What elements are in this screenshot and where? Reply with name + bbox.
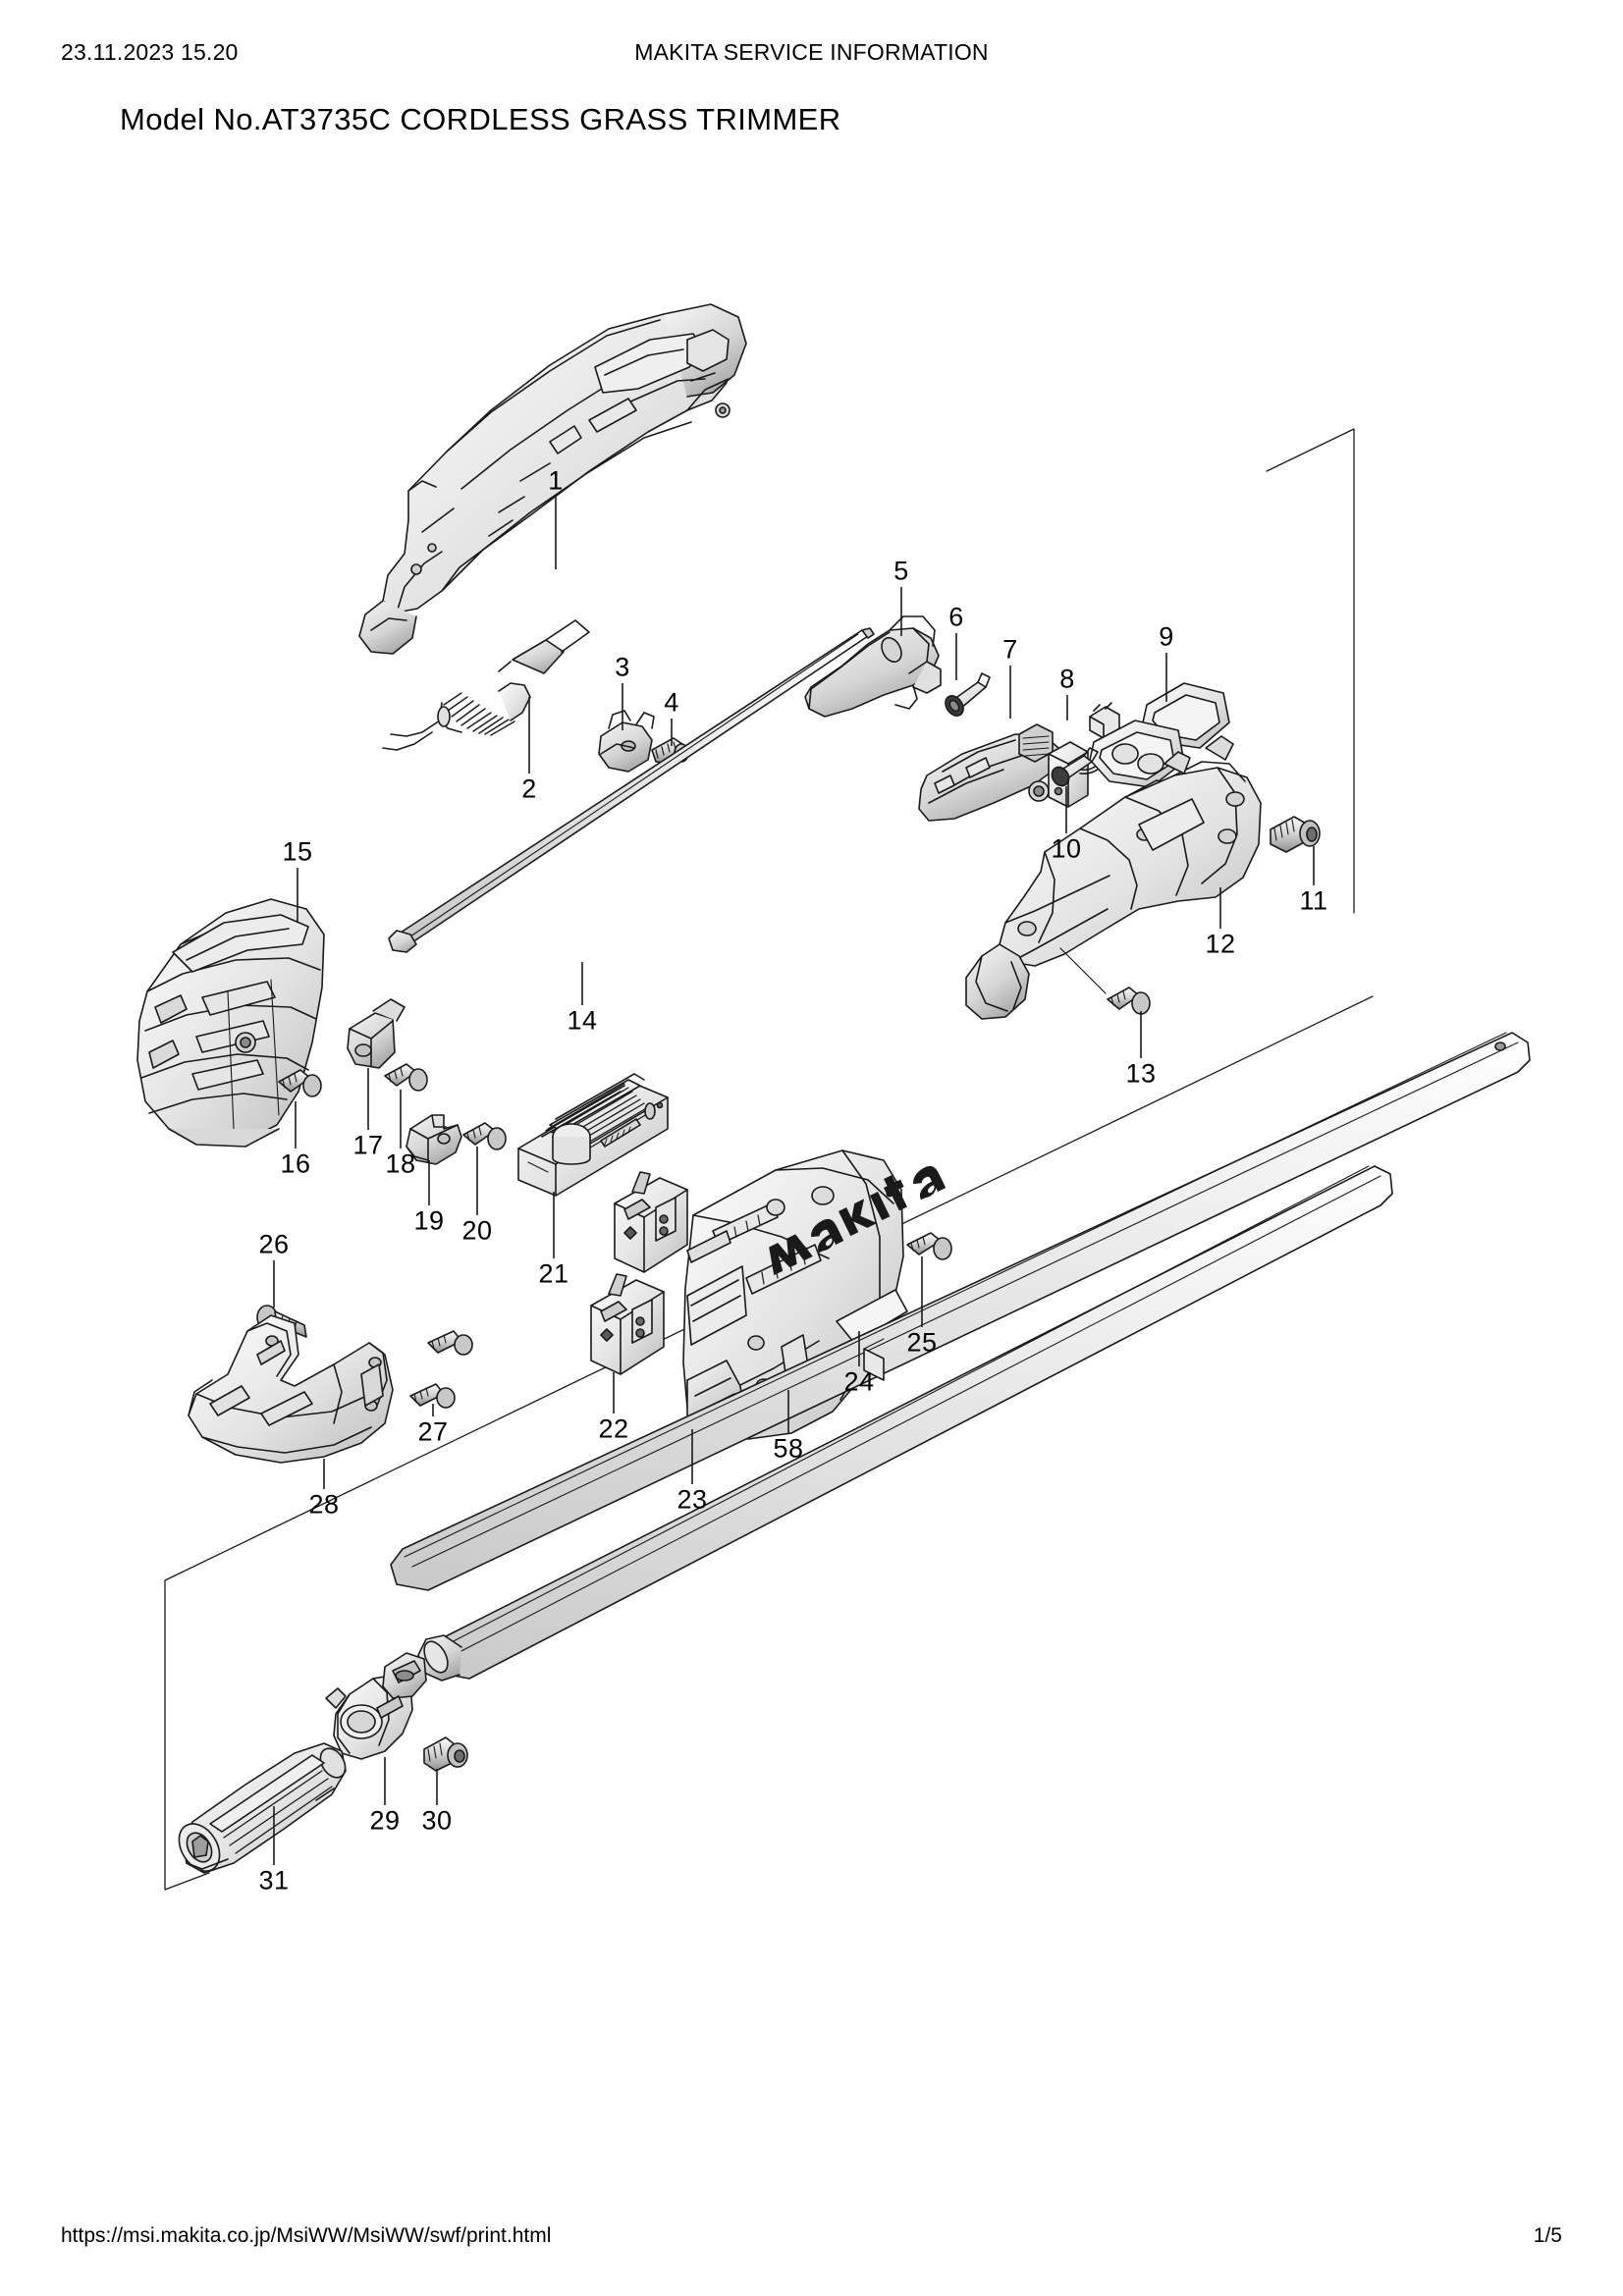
part-11-hex-bolt	[1270, 816, 1321, 853]
callout-1: 1	[548, 465, 564, 496]
callout-28: 28	[308, 1489, 340, 1520]
group-boundary-right	[1266, 428, 1355, 914]
part-2-lead-wire	[382, 619, 590, 751]
callout-24: 24	[843, 1366, 875, 1397]
part-30-hex-bolt	[423, 1736, 468, 1772]
part-15-motor-housing	[136, 898, 325, 1148]
callout-2: 2	[521, 774, 537, 804]
callout-9: 9	[1159, 621, 1174, 652]
part-28-guard-bracket	[188, 1314, 394, 1464]
callout-15: 15	[282, 836, 313, 867]
callout-8: 8	[1059, 664, 1075, 694]
exploded-parts-diagram: 1 2 3 4 5 6 7 8 9 10 11 12 13 14 15 16 1…	[0, 147, 1623, 2110]
part-10-contact-clip	[1051, 747, 1099, 787]
part-3-cord-clamp	[598, 710, 655, 773]
callout-26: 26	[258, 1229, 290, 1259]
callout-17: 17	[352, 1130, 384, 1160]
part-19-holder-block	[406, 1114, 462, 1165]
footer-page-number: 1/5	[1533, 2224, 1562, 2247]
makita-logo	[769, 1165, 947, 1276]
print-header-title: MAKITA SERVICE INFORMATION	[634, 39, 989, 65]
part-13-screw	[1059, 947, 1151, 1015]
callout-16: 16	[280, 1148, 311, 1179]
part-5-trigger-lever	[804, 615, 942, 718]
part-17-bracket	[347, 998, 406, 1069]
callout-13: 13	[1125, 1058, 1157, 1089]
part-25-screw	[906, 1232, 952, 1260]
callout-25: 25	[906, 1327, 938, 1358]
callout-58: 58	[773, 1433, 804, 1464]
part-22-battery-terminal	[590, 1171, 688, 1375]
callout-31: 31	[258, 1865, 290, 1896]
part-18-screw	[384, 1063, 428, 1092]
callout-10: 10	[1051, 833, 1082, 864]
callout-12: 12	[1205, 929, 1236, 959]
callout-29: 29	[369, 1805, 401, 1836]
parts-illustration	[136, 303, 1531, 1891]
callout-3: 3	[615, 652, 630, 682]
callout-27: 27	[417, 1416, 449, 1447]
shaft-pipe-lower-section	[417, 1165, 1393, 1682]
callout-20: 20	[461, 1215, 493, 1246]
callout-22: 22	[598, 1414, 629, 1444]
callout-14: 14	[567, 1005, 598, 1036]
part-29-handle-clamp	[325, 1652, 427, 1760]
outer-shaft-pipe	[390, 1032, 1531, 1591]
callout-7: 7	[1002, 634, 1018, 665]
part-1-housing-half	[358, 303, 747, 655]
part-21-controller	[517, 1073, 669, 1197]
callout-19: 19	[413, 1205, 445, 1236]
part-24-nameplate	[836, 1289, 908, 1344]
callout-18: 18	[385, 1148, 416, 1179]
callout-23: 23	[676, 1484, 708, 1515]
print-header-date: 23.11.2023 15.20	[61, 39, 239, 65]
callout-11: 11	[1299, 885, 1328, 916]
part-7-switch-slide	[918, 723, 1059, 822]
callout-5: 5	[893, 556, 909, 586]
callout-30: 30	[421, 1805, 453, 1836]
callout-21: 21	[538, 1258, 569, 1289]
callout-6: 6	[948, 602, 964, 632]
part-31-grip	[178, 1742, 347, 1874]
part-16-screw	[278, 1069, 322, 1097]
part-14-drive-shaft	[388, 627, 875, 953]
part-20-screw	[462, 1122, 507, 1150]
footer-url: https://msi.makita.co.jp/MsiWW/MsiWW/swf…	[61, 2224, 552, 2247]
page-title: Model No.AT3735C CORDLESS GRASS TRIMMER	[120, 102, 841, 136]
part-27-bolt	[409, 1330, 473, 1409]
callout-4: 4	[664, 687, 679, 718]
part-6-pin	[945, 672, 991, 717]
part-12-handle-housing	[965, 735, 1262, 1020]
